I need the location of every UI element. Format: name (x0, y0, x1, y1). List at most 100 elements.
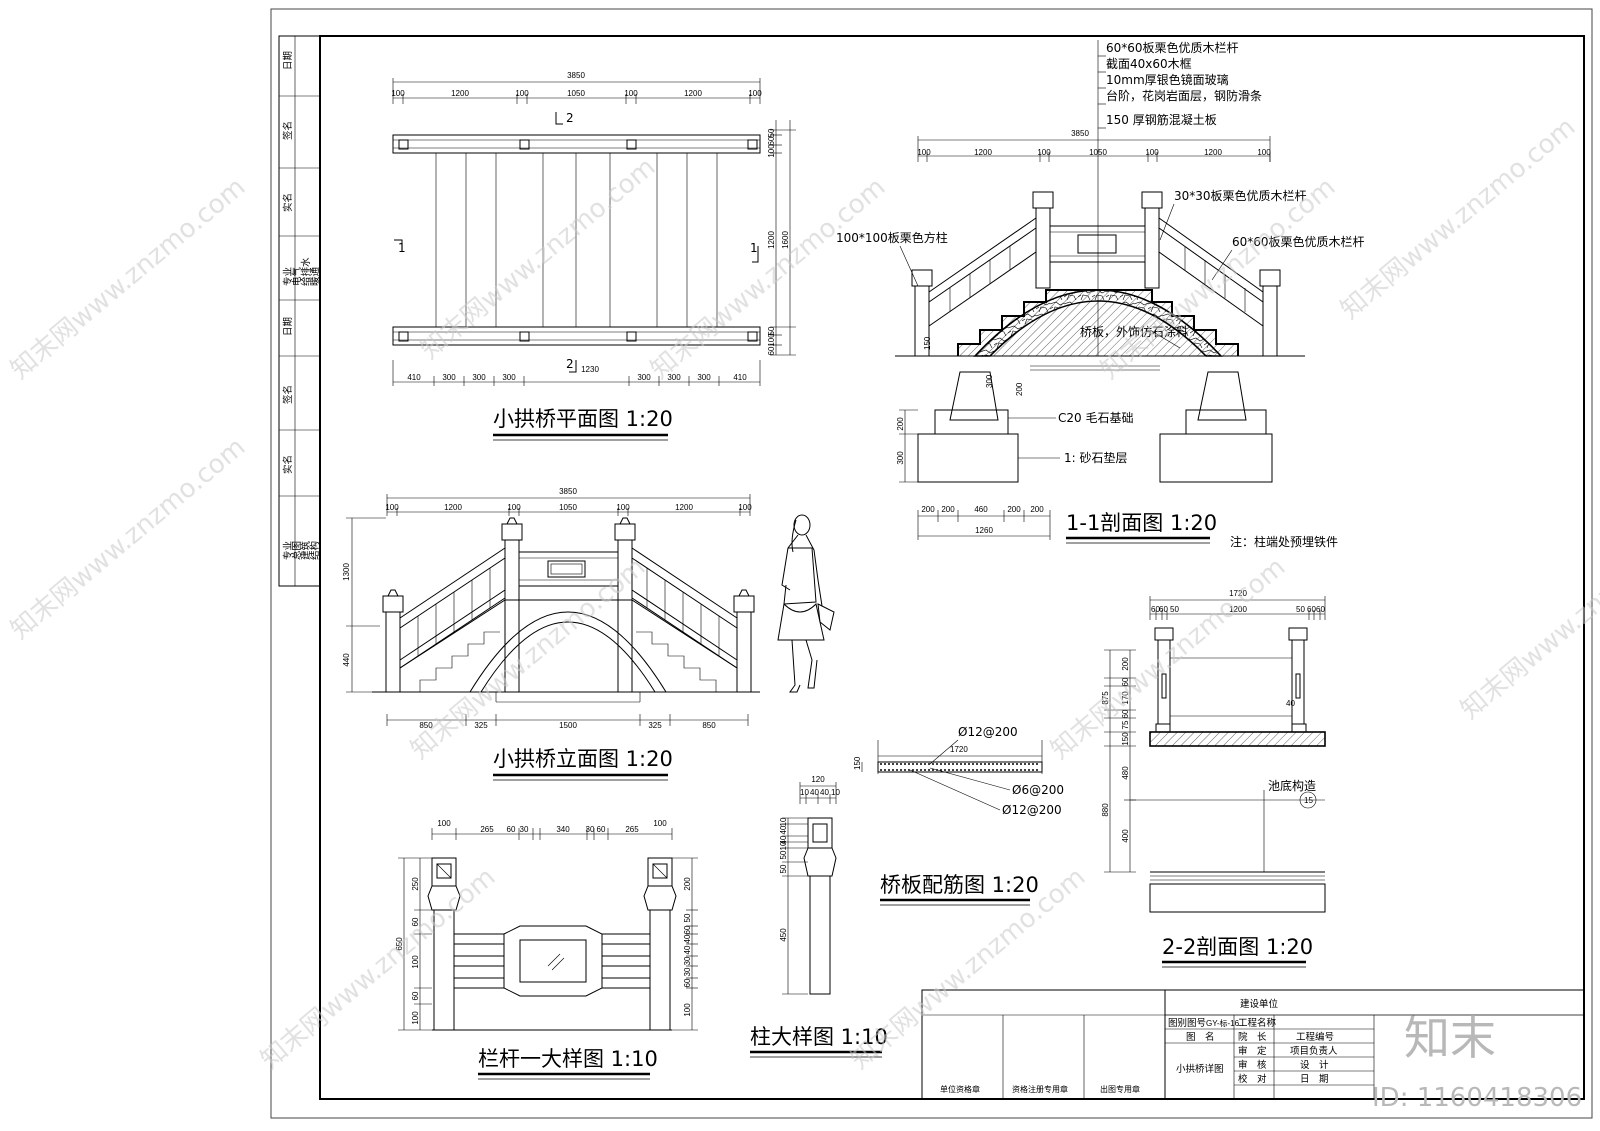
plan-title: 小拱桥平面图 1:20 (493, 407, 673, 431)
s11-dim-bottom-4: 200 (1030, 505, 1044, 514)
column-title: 柱大样图 1:10 (750, 1025, 888, 1049)
plan-dim-top-2: 100 (515, 89, 529, 98)
s11-dim-bottom-total: 1260 (975, 526, 993, 535)
callout-3: 10mm厚银色镜面玻璃 (1106, 72, 1229, 87)
railing-title: 栏杆一大样图 1:10 (478, 1047, 658, 1071)
rail-dim-top-0: 100 (437, 819, 451, 828)
col-dim-left-3: 10 (779, 841, 788, 850)
rail-dim-top-6: 60 (597, 825, 606, 834)
watermark-1: 知末网www.znzmo.com (5, 172, 251, 385)
strip-g2-disc: 专业 (282, 541, 294, 560)
s22-dim-top-6: 60 (1316, 605, 1325, 614)
watermark-6: 知末网www.znzmo.com (5, 432, 251, 645)
s22-dim-top-2: 50 (1170, 605, 1179, 614)
rail-dim-top-1: 265 (480, 825, 494, 834)
rail-dim-top-3: 30 (520, 825, 529, 834)
plan-dim-bottom-1: 300 (442, 373, 456, 382)
elev-dim-top-4: 100 (616, 503, 630, 512)
s22-dim-left-8: 880 (1101, 803, 1110, 817)
s11-dim-top-0: 100 (917, 148, 931, 157)
strip-g1-disc-elec: 电气 (291, 266, 303, 286)
strip-g1-date: 日期 (283, 51, 294, 70)
watermark-brand: 知末 (1404, 1011, 1496, 1065)
s11-dim-bottom-3: 200 (1007, 505, 1021, 514)
callout-6: 30*30板栗色优质木栏杆 (1174, 188, 1307, 203)
tb-proof: 校 对 (1238, 1073, 1267, 1085)
s11-dim-top-5: 1200 (1204, 148, 1222, 157)
tb-dean: 院 长 (1238, 1031, 1267, 1043)
col-dim-left-0: 10 (779, 817, 788, 826)
callout-9: 桥板，外饰仿石涂料 (1080, 324, 1188, 339)
section-1-1-title: 1-1剖面图 1:20 (1066, 511, 1217, 535)
elev-dim-left-0: 1300 (342, 563, 351, 581)
tb-project-no: 工程编号 (1296, 1031, 1334, 1043)
plan-dim-bottom-0: 410 (407, 373, 421, 382)
s11-dim-small-2: 200 (1015, 382, 1024, 396)
rail-dim-top-8: 100 (653, 819, 667, 828)
elev-dim-top-3: 1050 (559, 503, 577, 512)
col-dim-top-2: 40 (810, 788, 819, 797)
s22-dim-left-7: 480 (1121, 766, 1130, 780)
tb-sheet-name-label: 图 名 (1186, 1031, 1215, 1043)
rail-dim-top-2: 60 (507, 825, 516, 834)
elev-dim-top-5: 1200 (675, 503, 693, 512)
elev-dim-top-0: 100 (385, 503, 399, 512)
plan-dim-right-2: 100 (767, 144, 776, 158)
tb-project-name: 工程名称 (1238, 1017, 1277, 1029)
tb-sheet-name: 小拱桥详图 (1176, 1063, 1224, 1075)
rail-dim-left-3: 100 (411, 955, 420, 969)
col-dim-left-6: 450 (779, 928, 788, 942)
strip-g1-disc-water: 给排水 (300, 257, 312, 286)
s11-dim-top-3: 1050 (1089, 148, 1107, 157)
rail-dim-right-1: 50 (683, 913, 692, 922)
strip-g1-name: 实名 (282, 193, 294, 212)
tb-client: 建设单位 (1240, 998, 1279, 1010)
s11-dim-small-0: 150 (923, 336, 932, 350)
elev-dim-total: 3850 (559, 487, 577, 496)
s11-dim-bottom-0: 200 (921, 505, 935, 514)
elev-dim-bottom-1: 325 (474, 721, 488, 730)
watermark-2: 知末网www.znzmo.com (415, 152, 661, 365)
column-detail: 120 10 40 40 10 10 40 40 10 50 50 450 柱大… (750, 775, 888, 1058)
s11-dim-bottom-2: 460 (974, 505, 988, 514)
callout-12: 注：柱端处预埋铁件 (1230, 534, 1338, 549)
col-dim-top-4: 10 (831, 788, 840, 797)
title-block: 建设单位 图别图号 GY-标-16 工程名称 图 名 院 长 工程编号 审 定 … (921, 989, 1585, 1100)
s22-dim-top-3: 1200 (1229, 605, 1247, 614)
strip-g1-disc-hvac: 暖通 (309, 266, 321, 286)
col-dim-top-3: 40 (820, 788, 829, 797)
s22-dim-inner: 40 (1286, 699, 1295, 708)
s22-dim-left-1: 60 (1121, 677, 1130, 686)
section-2-2: 1720 60 60 50 1200 50 60 60 40 (1101, 589, 1326, 968)
s11-dim-top-4: 100 (1145, 148, 1159, 157)
callout-5: 150 厚钢筋混凝土板 (1106, 112, 1217, 127)
signoff-strip: 日期 签名 实名 专业 电气 给排水 暖通 日期 签名 实名 专业 总图 建筑 … (278, 35, 321, 587)
rebar-label-length: 1720 (950, 745, 968, 754)
elevation-view: 3850 100 1200 100 1050 100 1200 100 1300… (342, 487, 835, 781)
rebar-detail: Ø12@200 1720 150 Ø6@200 Ø12@200 桥板配筋图 1:… (853, 725, 1064, 906)
callout-10: C20 毛石基础 (1058, 411, 1133, 425)
s11-dim-small-1: 300 (985, 374, 994, 388)
col-dim-left-4: 50 (779, 850, 788, 859)
elevation-title: 小拱桥立面图 1:20 (493, 747, 673, 771)
plan-dim-top-0: 100 (391, 89, 405, 98)
strip-g2-sign: 签名 (282, 385, 294, 404)
plan-dim-top-5: 1200 (684, 89, 702, 98)
plan-dim-bottom-3: 300 (502, 373, 516, 382)
strip-g2-disc-arch: 建筑 (300, 541, 312, 561)
s22-dim-top-4: 50 (1296, 605, 1305, 614)
tb-drawing-no-label: 图别图号 (1168, 1018, 1206, 1029)
elev-dim-bottom-3: 325 (648, 721, 662, 730)
rail-dim-right-2: 60 (683, 925, 692, 934)
tb-design: 设 计 (1300, 1059, 1329, 1071)
plan-dim-total: 3850 (567, 71, 585, 80)
plan-dim-right-5: 50 (767, 326, 776, 335)
callout-11: 1: 砂石垫层 (1064, 450, 1128, 465)
s11-dim-left-1: 300 (896, 451, 905, 465)
watermark-9: 知末网www.znzmo.com (1455, 512, 1600, 725)
plan-dim-top-6: 100 (748, 89, 762, 98)
callout-4: 台阶，花岗岩面层，钢防滑条 (1106, 88, 1262, 103)
elev-dim-left-1: 440 (342, 653, 351, 667)
rail-dim-left-4: 60 (411, 991, 420, 1000)
